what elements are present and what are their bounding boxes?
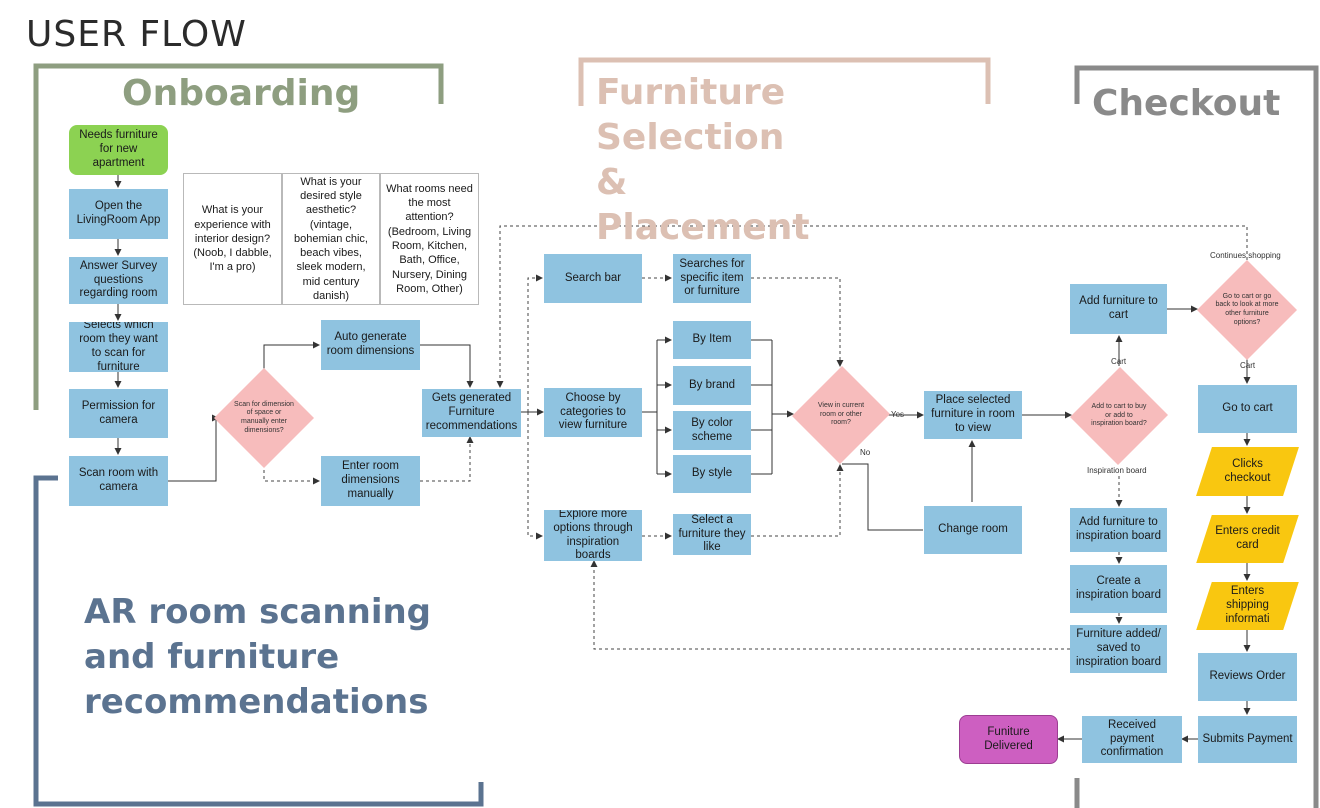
- ar-section-title: AR room scanning and furniture recommend…: [84, 592, 432, 722]
- go-to-cart-step[interactable]: Go to cart: [1198, 385, 1297, 433]
- create-board-step[interactable]: Create a inspiration board: [1070, 565, 1167, 613]
- explore-boards-step[interactable]: Explore more options through inspiration…: [544, 510, 642, 561]
- ar-section-bracket: [33, 475, 484, 807]
- scan-room-step[interactable]: Scan room with camera: [69, 456, 168, 506]
- io-text: Enters credit card: [1215, 525, 1280, 551]
- cart-label: Cart: [1111, 357, 1127, 366]
- cart-or-board-decision[interactable]: Add to cart to buy or add to inspiration…: [1070, 366, 1168, 466]
- by-brand-option[interactable]: By brand: [673, 366, 751, 405]
- add-to-board-step[interactable]: Add furniture to inspiration board: [1070, 508, 1167, 552]
- choose-categories-step[interactable]: Choose by categories to view furniture: [544, 388, 642, 437]
- onboarding-title: Onboarding: [122, 73, 361, 114]
- reviews-order-step[interactable]: Reviews Order: [1198, 653, 1297, 701]
- scan-or-manual-decision[interactable]: Scan for dimension of space or manually …: [214, 368, 314, 468]
- furniture-delivered-end[interactable]: Funiture Delivered: [959, 715, 1058, 764]
- checkout-bracket: [1074, 65, 1319, 808]
- searches-specific-step[interactable]: Searches for specific item or furniture: [673, 254, 751, 303]
- submits-payment-step[interactable]: Submits Payment: [1198, 716, 1297, 763]
- survey-question-experience: What is your experience with interior de…: [183, 173, 282, 305]
- enters-credit-step[interactable]: Enters credit card: [1196, 515, 1299, 563]
- onboarding-bracket: [33, 63, 444, 410]
- selects-room-step[interactable]: Selects which room they want to scan for…: [69, 322, 168, 372]
- survey-question-style: What is your desired style aesthetic? (v…: [282, 173, 380, 305]
- clicks-checkout-step[interactable]: Clicks checkout: [1196, 447, 1299, 496]
- change-room-step[interactable]: Change room: [924, 506, 1022, 554]
- search-bar-step[interactable]: Search bar: [544, 254, 642, 303]
- cart-label-2: Cart: [1240, 361, 1256, 370]
- open-app-step[interactable]: Open the LivingRoom App: [69, 189, 168, 239]
- decision-text: View in current room or other room?: [817, 401, 865, 427]
- select-furniture-step[interactable]: Select a furniture they like: [673, 514, 751, 555]
- view-in-room-decision[interactable]: View in current room or other room?: [792, 365, 890, 465]
- decision-text: Go to cart or go back to look at more ot…: [1215, 292, 1279, 326]
- by-color-option[interactable]: By color scheme: [673, 411, 751, 450]
- no-label: No: [860, 448, 871, 457]
- by-style-option[interactable]: By style: [673, 455, 751, 493]
- go-to-cart-decision[interactable]: Go to cart or go back to look at more ot…: [1197, 260, 1297, 360]
- furniture-saved-step[interactable]: Furniture added/ saved to inspiration bo…: [1070, 625, 1167, 673]
- answer-survey-step[interactable]: Answer Survey questions regarding room: [69, 257, 168, 304]
- decision-text: Add to cart to buy or add to inspiration…: [1091, 402, 1147, 428]
- yes-label: Yes: [891, 410, 905, 419]
- inspiration-board-label: Inspiration board: [1087, 466, 1147, 475]
- survey-question-rooms: What rooms need the most attention? (Bed…: [380, 173, 479, 305]
- received-confirmation-step[interactable]: Received payment confirmation: [1082, 716, 1182, 763]
- auto-generate-dimensions-step[interactable]: Auto generate room dimensions: [321, 320, 420, 370]
- enter-dimensions-step[interactable]: Enter room dimensions manually: [321, 456, 420, 506]
- needs-furniture-start[interactable]: Needs furniture for new apartment: [69, 125, 168, 175]
- add-to-cart-step[interactable]: Add furniture to cart: [1070, 284, 1167, 334]
- io-text: Clicks checkout: [1224, 457, 1271, 484]
- enters-shipping-step[interactable]: Enters shipping informati: [1196, 582, 1299, 630]
- decision-text: Scan for dimension of space or manually …: [234, 400, 294, 434]
- place-furniture-step[interactable]: Place selected furniture in room to view: [924, 391, 1022, 439]
- permission-camera-step[interactable]: Permission for camera: [69, 389, 168, 438]
- io-text: Enters shipping informati: [1225, 585, 1270, 625]
- continues-shopping-label: Continues shopping: [1210, 251, 1281, 260]
- page-title: USER FLOW: [26, 14, 247, 55]
- furniture-selection-title: Furniture Selection & Placement: [596, 72, 810, 248]
- gets-recommendations-step[interactable]: Gets generated Furniture recommendations: [422, 389, 521, 437]
- by-item-option[interactable]: By Item: [673, 321, 751, 359]
- checkout-title: Checkout: [1092, 83, 1281, 124]
- furniture-bracket: [578, 57, 991, 106]
